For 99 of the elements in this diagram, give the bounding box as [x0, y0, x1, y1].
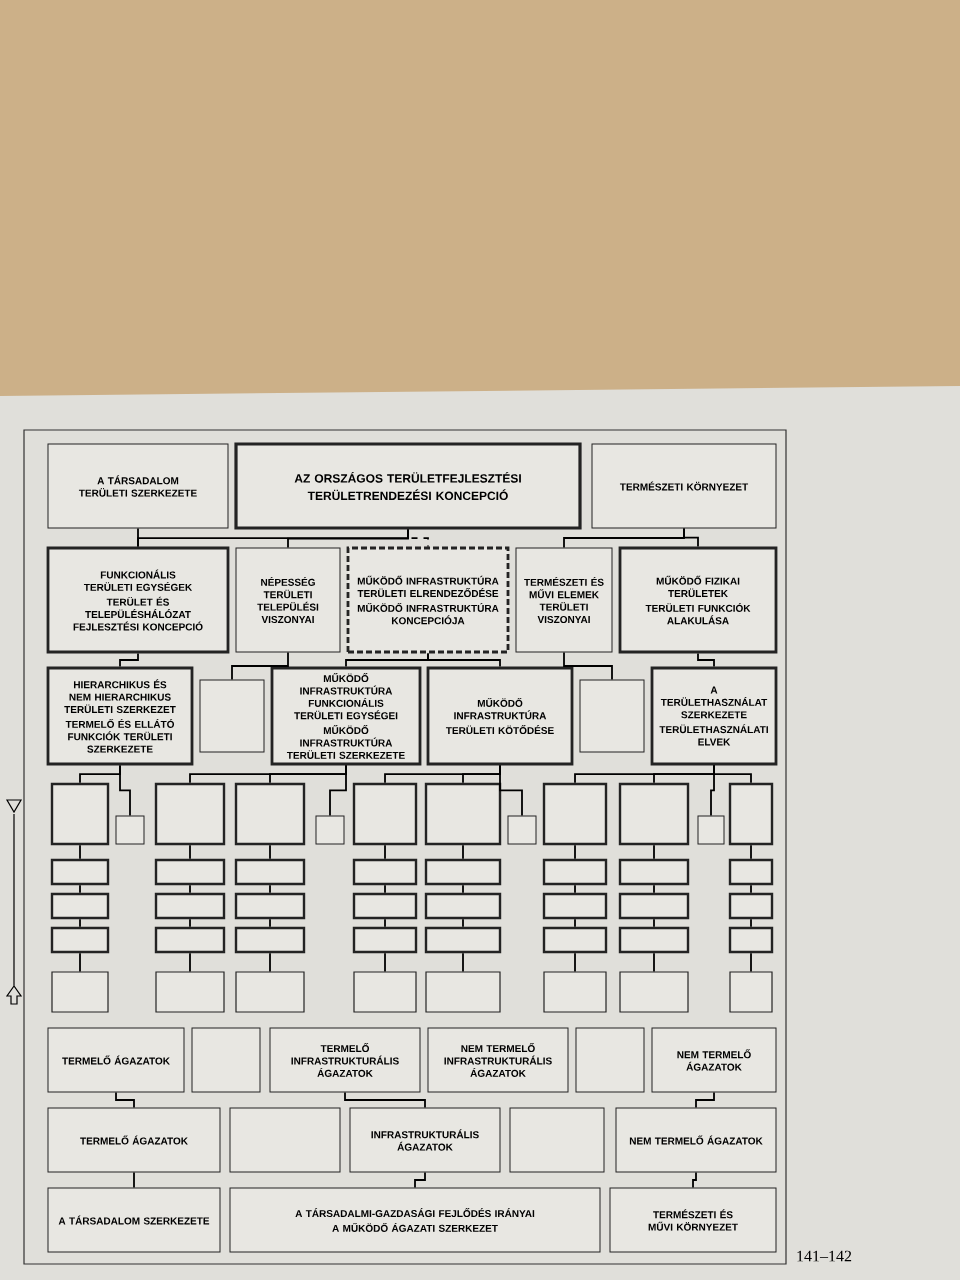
empty-box: [424, 926, 502, 954]
empty-box: [542, 782, 608, 846]
connector: [79, 884, 81, 894]
empty-box: [234, 782, 306, 846]
empty-box: [352, 926, 418, 954]
connector: [189, 952, 191, 973]
connector: [189, 918, 191, 928]
empty-box: [618, 782, 690, 846]
empty-box: [352, 858, 418, 886]
empty-box: [507, 815, 537, 845]
empty-box: [155, 971, 225, 1013]
connector: [119, 764, 131, 817]
connector: [462, 952, 464, 973]
empty-box: [154, 892, 226, 920]
empty-box: [424, 858, 502, 886]
connector: [269, 918, 271, 928]
page-number: 141–142: [797, 1250, 852, 1262]
connector: [750, 844, 752, 860]
empty-box: [234, 858, 306, 886]
empty-box: [424, 892, 502, 920]
empty-box: [729, 971, 773, 1013]
connector: [653, 952, 655, 973]
connector: [407, 528, 429, 548]
connector: [462, 918, 464, 928]
empty-box: [352, 892, 418, 920]
connector: [344, 1091, 426, 1109]
connector: [653, 844, 655, 860]
empty-box: [618, 892, 690, 920]
empty-box: [424, 782, 502, 846]
connector: [79, 844, 81, 860]
connector: [563, 651, 613, 681]
empty-box: [115, 815, 145, 845]
connector: [574, 952, 576, 973]
connector: [574, 918, 576, 928]
empty-box: [234, 926, 306, 954]
connector: [499, 764, 523, 817]
empty-box: [315, 815, 345, 845]
empty-box: [425, 971, 501, 1013]
connector: [231, 651, 289, 681]
empty-box: [728, 892, 774, 920]
empty-box: [352, 782, 418, 846]
empty-box: [154, 782, 226, 846]
connector: [750, 884, 752, 894]
empty-box: [509, 1107, 605, 1173]
empty-box: [229, 1107, 341, 1173]
connector: [653, 884, 655, 894]
connector: [189, 884, 191, 894]
empty-box: [50, 892, 110, 920]
empty-box: [154, 858, 226, 886]
connector: [750, 918, 752, 928]
empty-box: [542, 892, 608, 920]
connector: [115, 1091, 135, 1109]
connector: [462, 844, 464, 860]
connector: [750, 952, 752, 973]
connector: [189, 844, 191, 860]
empty-box: [618, 926, 690, 954]
empty-box: [234, 892, 306, 920]
connector: [269, 884, 271, 894]
empty-box: [543, 971, 607, 1013]
empty-box: [728, 858, 774, 886]
connector: [269, 844, 271, 860]
empty-box: [542, 926, 608, 954]
empty-box: [154, 926, 226, 954]
connector: [692, 1171, 697, 1189]
connector: [79, 918, 81, 928]
empty-box: [235, 971, 305, 1013]
connector: [133, 1171, 135, 1189]
empty-box: [618, 858, 690, 886]
empty-box: [575, 1027, 645, 1093]
connector: [574, 844, 576, 860]
connector: [384, 884, 386, 894]
connector: [574, 884, 576, 894]
connector: [384, 952, 386, 973]
empty-box: [542, 858, 608, 886]
connector: [384, 918, 386, 928]
empty-box: [579, 679, 645, 753]
connector: [79, 952, 81, 973]
connector: [683, 527, 699, 548]
empty-box: [199, 679, 265, 753]
connector: [384, 844, 386, 860]
connector: [329, 764, 347, 817]
empty-box: [51, 971, 109, 1013]
empty-box: [50, 858, 110, 886]
empty-box: [191, 1027, 261, 1093]
empty-box: [50, 926, 110, 954]
connector: [414, 1171, 426, 1189]
empty-box: [353, 971, 417, 1013]
connector: [427, 652, 501, 668]
empty-box: [728, 926, 774, 954]
connector: [119, 652, 139, 668]
connector: [697, 652, 715, 668]
connector: [269, 952, 271, 973]
connector: [695, 1091, 715, 1109]
empty-box: [697, 815, 725, 845]
empty-box: [50, 782, 110, 846]
connector: [653, 918, 655, 928]
connector: [462, 884, 464, 894]
empty-box: [619, 971, 689, 1013]
connector: [713, 764, 752, 784]
